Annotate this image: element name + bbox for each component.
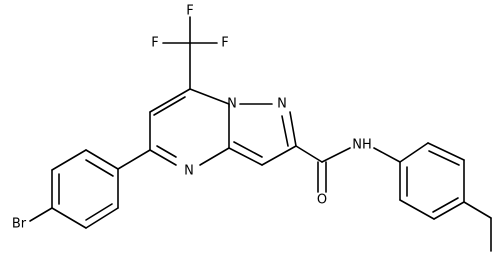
bond-n1-c2 [289, 111, 297, 147]
bond-ar1-5 [85, 207, 119, 229]
bond-c7-c6 [149, 88, 191, 113]
atom-labels: F F F N N N NH O Br [12, 4, 372, 232]
bond-c7-n-bridge [189, 88, 230, 105]
bond-c5-aryl [117, 149, 151, 170]
atom-n-bridge: N [227, 97, 237, 112]
bond-ar1-5-double [85, 203, 113, 221]
bond-c3-c3a [228, 147, 263, 166]
bond-c2-c3 [261, 145, 297, 166]
atom-f-top: F [186, 4, 193, 19]
bond-ar2-2 [427, 142, 465, 161]
bond-c5-n4 [149, 149, 177, 166]
atom-f-left: F [151, 36, 158, 51]
bond-ar2-4 [433, 201, 465, 220]
bond-c7-c6-double [153, 96, 186, 116]
atom-n-pyrimidine: N [184, 164, 194, 179]
bond-ar1-2 [51, 149, 87, 171]
atom-o-carbonyl: O [317, 193, 327, 208]
bonds [29, 16, 492, 252]
bond-ar1-br [29, 207, 53, 222]
bond-ar2-2-double [428, 150, 460, 166]
atom-f-right: F [221, 36, 228, 51]
bond-c5-n4-double [156, 145, 177, 158]
bond-carbonyl-c-n [321, 147, 351, 163]
bond-c3-c3a-double [233, 141, 263, 158]
bond-ar2-1 [399, 142, 429, 163]
atom-br: Br [12, 217, 27, 232]
atom-n-pyrazole: N [277, 97, 287, 112]
bond-n1-c2-double [281, 115, 289, 147]
bond-ar2-4-double [432, 197, 459, 213]
atom-nh-amide: NH [352, 138, 372, 153]
bond-n4-c3a [199, 147, 230, 166]
bond-c2-carbonyl-c [295, 145, 323, 163]
bond-ar1-1 [85, 149, 119, 170]
bond-ethyl-ch2 [463, 201, 492, 219]
bond-ar2-5 [399, 199, 435, 220]
bond-ar1-4 [51, 207, 87, 229]
bond-n-aryl [373, 147, 401, 163]
bond-ar1-1-double [85, 159, 114, 177]
